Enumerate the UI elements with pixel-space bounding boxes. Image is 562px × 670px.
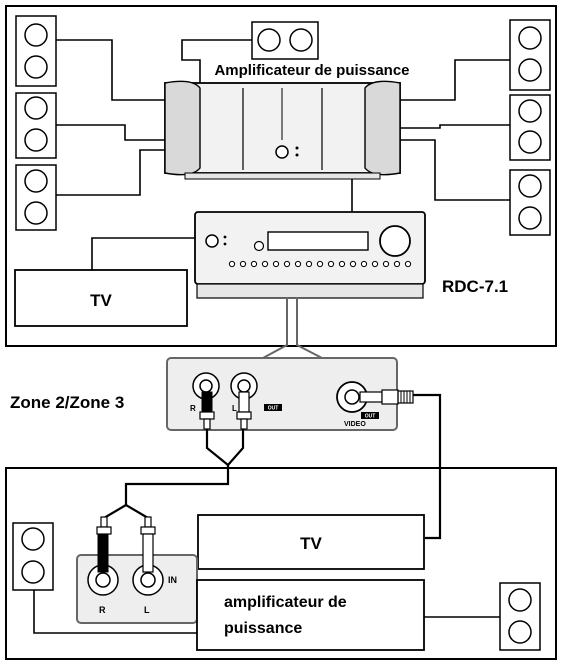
receiver-rdc-7-1	[194, 211, 426, 299]
speaker-surround-back-right	[509, 169, 551, 236]
speaker-center	[251, 21, 319, 60]
tv-main-label: TV	[90, 291, 112, 310]
rca-plug-white-out	[236, 391, 252, 430]
power-amp-zone-label-line1: amplificateur de	[224, 594, 347, 611]
zone-amp-input-panel: IN R L	[76, 554, 198, 624]
power-amp-zone-label-line2: puissance	[224, 620, 302, 637]
callout-pointer	[262, 297, 323, 359]
power-amplifier-zone	[196, 579, 425, 651]
zone-jack-out-label: OUT	[268, 406, 279, 412]
rca-plug-red-out	[199, 391, 215, 430]
zone-video-label: VIDEO	[344, 421, 366, 428]
speaker-wires	[56, 39, 510, 270]
zone-label: Zone 2/Zone 3	[10, 393, 124, 412]
rca-plug-white-in	[140, 516, 156, 573]
zone-amp-in-label: IN	[168, 575, 177, 585]
speaker-surround-left	[15, 92, 57, 159]
receiver-label: RDC-7.1	[442, 277, 508, 296]
speaker-zone-left	[12, 522, 54, 591]
master-volume-knob-icon	[379, 225, 411, 257]
zone-speaker-wires	[33, 590, 500, 634]
speaker-front-left	[15, 15, 57, 87]
tv-zone-label: TV	[300, 534, 322, 553]
speaker-surround-back-left	[15, 164, 57, 231]
receiver-buttons	[228, 260, 412, 268]
speaker-front-right	[509, 19, 551, 91]
rca-plug-red-in	[96, 516, 112, 573]
volume-knob-left-icon	[205, 234, 219, 248]
video-plug	[359, 389, 414, 405]
zone-video-out-label: OUT	[365, 414, 376, 420]
zone-cables	[103, 393, 442, 540]
tv-zone	[197, 514, 425, 570]
power-amp-label: Amplificateur de puissance	[214, 62, 409, 79]
zone-jack-r-label: R	[190, 404, 196, 413]
power-amplifier-main	[164, 80, 401, 180]
speaker-zone-right	[499, 582, 541, 651]
power-button-icon	[275, 145, 289, 159]
tv-main	[14, 269, 188, 327]
display-window	[267, 231, 369, 251]
speaker-surround-right	[509, 94, 551, 161]
zone-amp-r-label: R	[99, 605, 106, 615]
zone-amp-l-label: L	[144, 605, 150, 615]
zone-jack-l-label: L	[232, 404, 237, 413]
